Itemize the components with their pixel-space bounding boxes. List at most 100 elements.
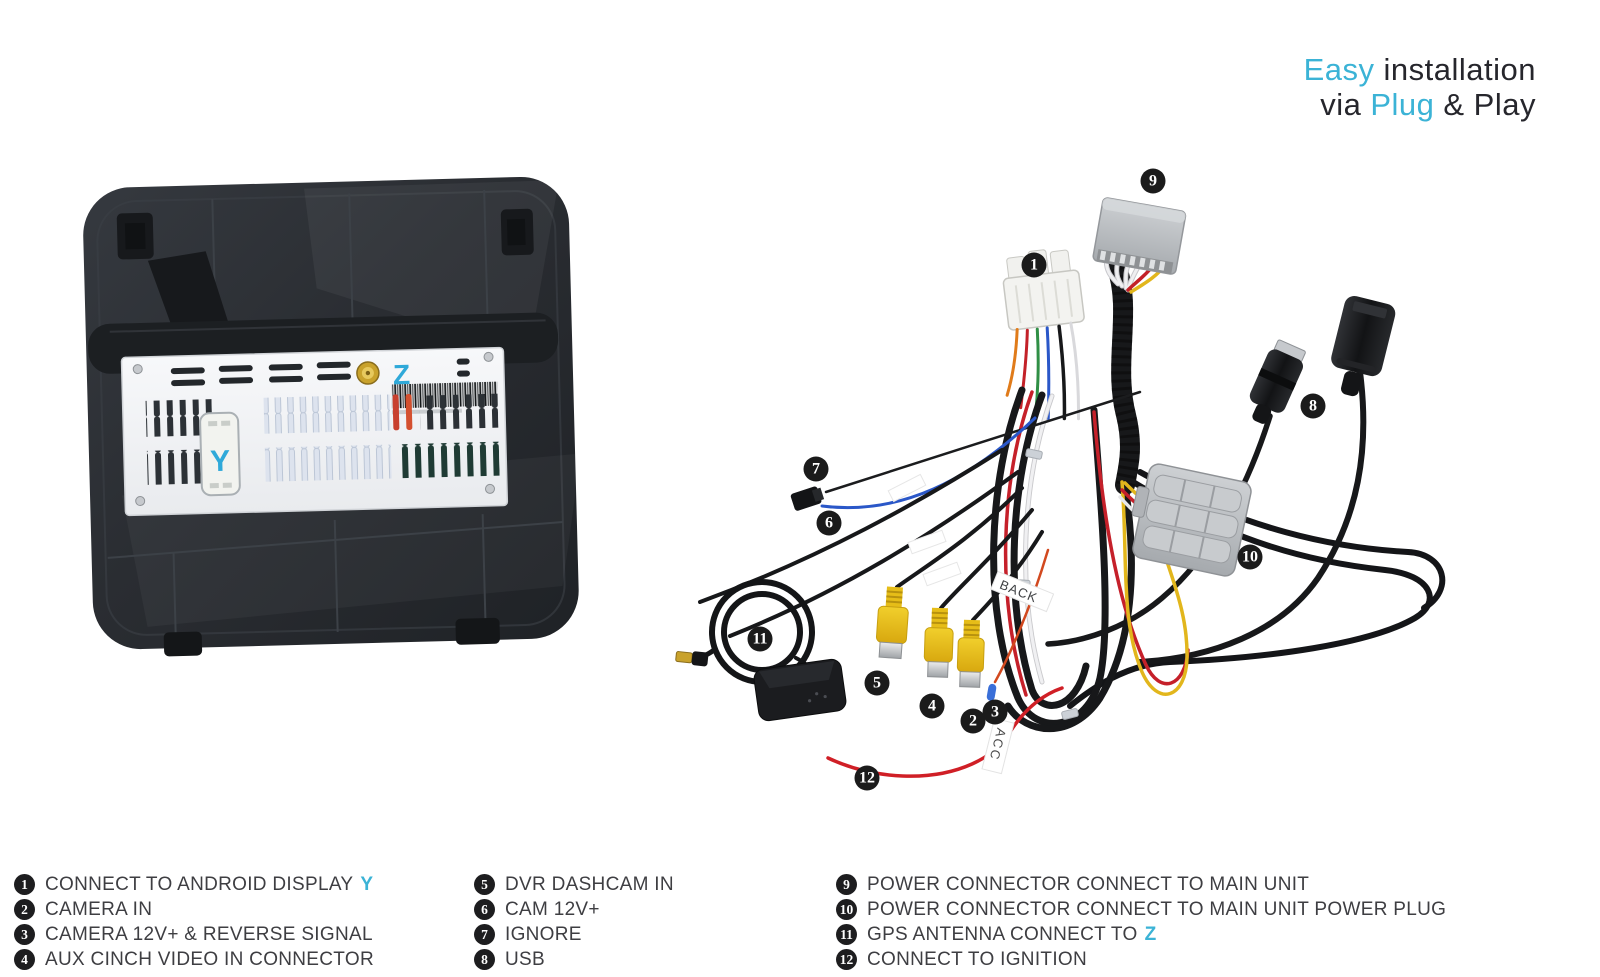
legend-badge-11: 11 — [836, 924, 857, 945]
main-unit-plate: Z — [120, 346, 509, 517]
legend-item-2: 2 CAMERA IN — [14, 897, 374, 922]
device-panel: Z — [83, 176, 582, 657]
loom-sleeve — [1107, 258, 1140, 495]
legend-text-3: CAMERA 12V+ & REVERSE SIGNAL — [45, 923, 373, 945]
ignore-wire-7 — [824, 390, 1142, 494]
legend-badge-6: 6 — [474, 899, 495, 920]
legend-item-11: 11 GPS ANTENNA CONNECT TO Z — [836, 922, 1446, 947]
legend-badge-9: 9 — [836, 874, 857, 895]
power-connector-9 — [1092, 197, 1187, 275]
gps-antenna-puck — [753, 658, 847, 722]
legend-text-8: USB — [505, 948, 545, 970]
callout-9: 9 — [1140, 168, 1166, 194]
mini-usb-connector — [1249, 339, 1306, 424]
legend-item-12: 12 CONNECT TO IGNITION — [836, 947, 1446, 972]
device-back-photo: Z — [83, 176, 582, 657]
legend-text-1: CONNECT TO ANDROID DISPLAY — [45, 873, 354, 895]
cam12v-wire-6 — [820, 416, 1037, 510]
legend-column-1: 1 CONNECT TO ANDROID DISPLAY Y 2 CAMERA … — [14, 872, 374, 972]
logo-easy: Easy — [1303, 52, 1375, 87]
reverse-signal-wire-3 — [993, 548, 1050, 684]
back-wire-label: BACK — [990, 570, 1055, 613]
legend-item-3: 3 CAMERA 12V+ & REVERSE SIGNAL — [14, 922, 374, 947]
logo-plug: Plug — [1370, 87, 1435, 122]
z-port-label: Z — [393, 359, 411, 390]
display-socket-y: Y — [199, 411, 241, 497]
rca-jack-4 — [923, 607, 954, 678]
legend-item-8: 8 USB — [474, 947, 674, 972]
legend-item-10: 10 POWER CONNECTOR CONNECT TO MAIN UNIT … — [836, 897, 1446, 922]
legend-item-7: 7 IGNORE — [474, 922, 674, 947]
callout-8: 8 — [1300, 393, 1326, 419]
legend-badge-10: 10 — [836, 899, 857, 920]
power-connector-10 — [1131, 463, 1252, 577]
legend-accent-1: Y — [360, 873, 374, 895]
logo-amp-play: & Play — [1443, 87, 1536, 122]
usb-a-connector — [1331, 295, 1396, 397]
legend-item-4: 4 AUX CINCH VIDEO IN CONNECTOR — [14, 947, 374, 972]
legend-badge-5: 5 — [474, 874, 495, 895]
callout-10: 10 — [1237, 544, 1263, 570]
callout-4: 4 — [919, 693, 945, 719]
ignition-wire-12 — [826, 686, 1064, 778]
callout-6: 6 — [816, 510, 842, 536]
legend-accent-11: Z — [1144, 923, 1157, 945]
screw — [132, 364, 143, 375]
legend-item-9: 9 POWER CONNECTOR CONNECT TO MAIN UNIT — [836, 872, 1446, 897]
reverse-signal-tip — [986, 683, 997, 701]
legend-column-2: 5 DVR DASHCAM IN 6 CAM 12V+ 7 IGNORE 8 U… — [474, 872, 674, 972]
legend-text-9: POWER CONNECTOR CONNECT TO MAIN UNIT — [867, 873, 1310, 895]
legend-badge-4: 4 — [14, 949, 35, 970]
screw — [484, 483, 495, 494]
legend-text-10: POWER CONNECTOR CONNECT TO MAIN UNIT POW… — [867, 898, 1447, 920]
callout-3: 3 — [982, 699, 1008, 725]
legend-text-11: GPS ANTENNA CONNECT TO — [867, 923, 1138, 945]
callout-12: 12 — [854, 765, 880, 791]
legend-text-5: DVR DASHCAM IN — [505, 873, 674, 895]
rca-jack-2 — [956, 619, 985, 688]
panel-clip-bottom-left — [163, 631, 203, 657]
screw — [135, 496, 146, 507]
callout-1: 1 — [1021, 252, 1047, 278]
wiring-harness: BACK ACC — [675, 197, 1446, 778]
rca-jack-5 — [875, 586, 909, 660]
screw — [483, 351, 494, 362]
gps-antenna — [675, 579, 847, 722]
vent-slots-row1 — [145, 393, 499, 437]
cut-wires — [698, 448, 1020, 638]
display-connector-1 — [1002, 249, 1085, 421]
mini-usb-cable — [1045, 413, 1273, 647]
legend-text-4: AUX CINCH VIDEO IN CONNECTOR — [45, 948, 374, 970]
gps-antenna-port — [356, 361, 380, 385]
two-pin-connector — [790, 486, 825, 511]
callout-7: 7 — [803, 456, 829, 482]
callout-5: 5 — [864, 670, 890, 696]
callout-11: 11 — [747, 626, 773, 652]
panel-clip-bottom-right — [455, 617, 500, 645]
legend-badge-2: 2 — [14, 899, 35, 920]
legend-badge-7: 7 — [474, 924, 495, 945]
legend-item-5: 5 DVR DASHCAM IN — [474, 872, 674, 897]
legend-badge-1: 1 — [14, 874, 35, 895]
vent-slots-row2 — [146, 441, 500, 485]
logo-installation: installation — [1383, 52, 1536, 87]
legend-column-3: 9 POWER CONNECTOR CONNECT TO MAIN UNIT 1… — [836, 872, 1446, 972]
panel-clip-top-left — [116, 212, 154, 260]
gps-sma-plug — [675, 651, 709, 667]
blank-wire-labels — [887, 473, 962, 587]
y-port-label: Y — [210, 445, 231, 479]
callout-2: 2 — [960, 708, 986, 734]
legend-text-2: CAMERA IN — [45, 898, 153, 920]
panel-clip-top-right — [500, 208, 534, 256]
logo-via: via — [1320, 87, 1362, 122]
usb-a-cable — [1137, 369, 1367, 665]
usb-cables — [1045, 369, 1367, 665]
legend-badge-12: 12 — [836, 949, 857, 970]
legend-item-1: 1 CONNECT TO ANDROID DISPLAY Y — [14, 872, 374, 897]
loom-texture — [1107, 264, 1140, 487]
legend-item-6: 6 CAM 12V+ — [474, 897, 674, 922]
legend-badge-8: 8 — [474, 949, 495, 970]
